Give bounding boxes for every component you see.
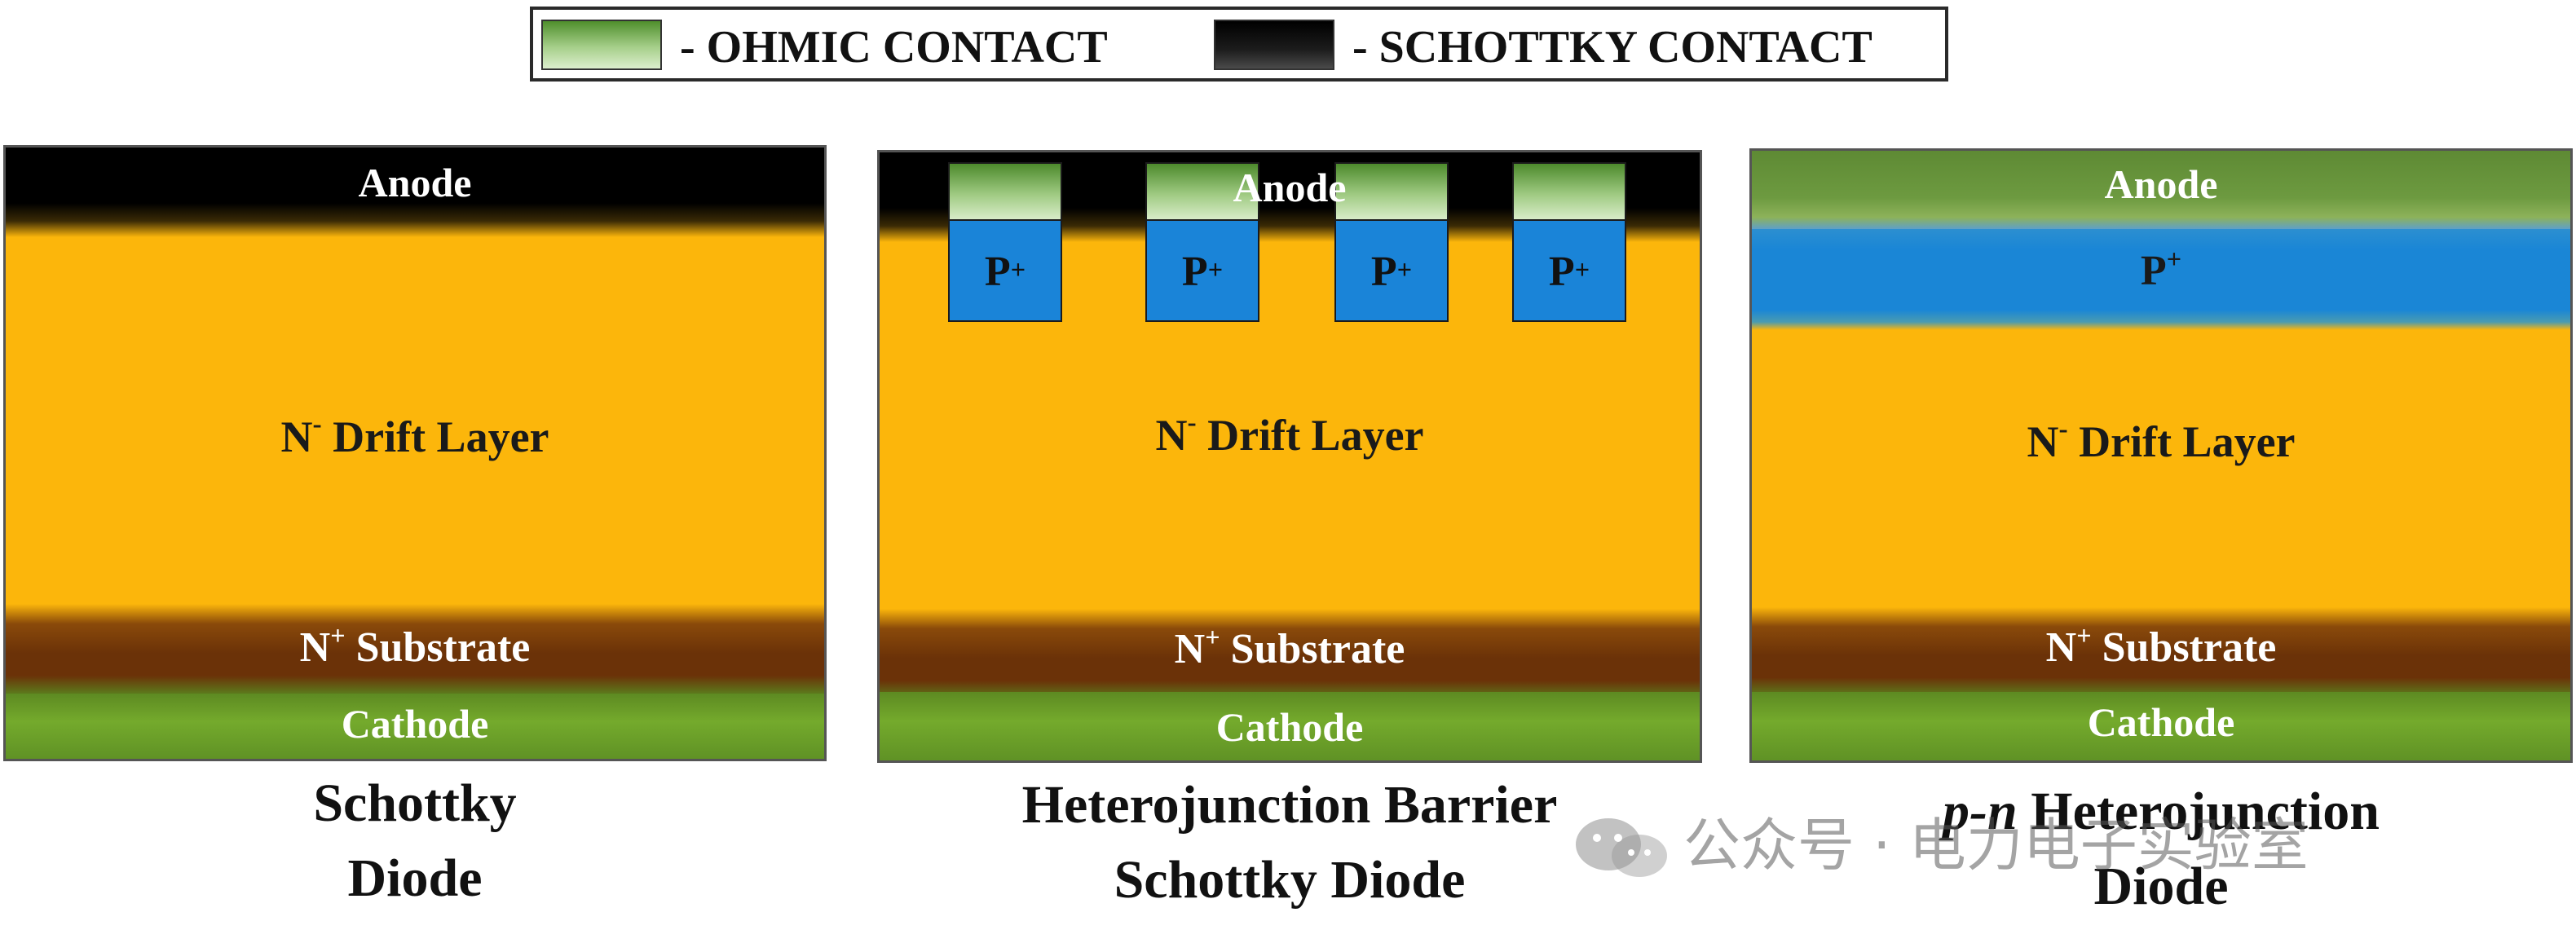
p-plus-region: P+ (948, 219, 1062, 322)
schottky-diode-panel: Anode N- Drift Layer N+ Substrate Cathod… (3, 145, 827, 761)
hjbs-diode-panel: P+ P+ P+ P+ Anode N- Drift Layer N+ Subs… (877, 150, 1702, 763)
legend: - OHMIC CONTACT - SCHOTTKY CONTACT (530, 7, 1948, 82)
drift-layer-label: N- Drift Layer (2027, 413, 2296, 466)
cathode-ohmic-contact (880, 692, 1700, 760)
schottky-contact-swatch (1214, 20, 1334, 70)
anode-label: Anode (358, 160, 472, 205)
wechat-icon (1576, 818, 1667, 877)
cathode-label: Cathode (341, 701, 489, 747)
cathode-label: Cathode (1215, 704, 1364, 750)
cathode-label: Cathode (2087, 699, 2235, 745)
p-plus-layer (1752, 229, 2570, 330)
ohmic-contact-cap (1334, 162, 1449, 221)
watermark-text: 公众号 · 电力电子实验室 (1683, 812, 2309, 879)
drift-layer-label: N- Drift Layer (280, 408, 549, 461)
p-plus-label: P+ (2140, 244, 2182, 294)
n-plus-substrate (6, 604, 824, 694)
p-plus-region: P+ (1512, 219, 1626, 322)
substrate-label: N+ Substrate (1174, 622, 1405, 672)
pn-heterojunction-caption: p-n Heterojunction Diode (1943, 782, 2380, 916)
pn-heterojunction-diode-panel: Anode P+ N- Drift Layer N+ Substrate Cat… (1749, 148, 2573, 763)
schottky-contact-label: - SCHOTTKY CONTACT (1352, 22, 1872, 73)
n-plus-substrate (1752, 607, 2570, 695)
substrate-label: N+ Substrate (2045, 620, 2277, 671)
p-plus-region: P+ (1334, 219, 1449, 322)
ohmic-contact-cap (948, 162, 1062, 221)
anode-label: Anode (1233, 165, 1347, 210)
ohmic-contact-label: - OHMIC CONTACT (680, 22, 1108, 73)
cathode-ohmic-contact (6, 694, 824, 759)
p-plus-region: P+ (1145, 219, 1259, 322)
drift-layer-label: N- Drift Layer (1155, 407, 1424, 460)
n-plus-substrate (880, 609, 1700, 698)
anode-ohmic-contact (1752, 151, 2570, 229)
ohmic-contact-cap (1145, 162, 1259, 221)
ohmic-contact-swatch (541, 20, 662, 70)
substrate-label: N+ Substrate (299, 620, 531, 671)
anode-label: Anode (2104, 161, 2218, 207)
anode-schottky-contact (6, 148, 824, 237)
ohmic-contact-cap (1512, 162, 1626, 221)
cathode-ohmic-contact (1752, 692, 2570, 760)
hjbs-diode-caption: Heterojunction Barrier Schottky Diode (1021, 775, 1558, 910)
schottky-diode-caption: Schottky Diode (313, 773, 517, 908)
